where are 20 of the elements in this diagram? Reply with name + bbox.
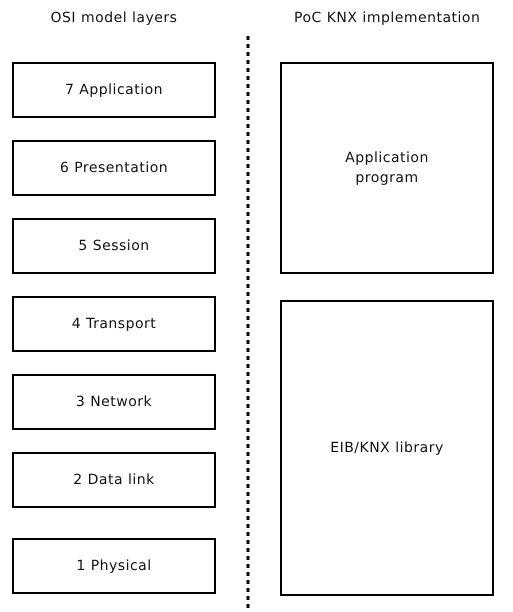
box-label: 6 Presentation [60, 158, 168, 178]
box-label: EIB/KNX library [330, 438, 444, 458]
box-label: Application program [344, 148, 430, 188]
box-label: 2 Data link [73, 470, 155, 490]
layer-box [12, 62, 216, 118]
column-heading: PoC KNX implementation [294, 10, 480, 26]
box-label: 5 Session [78, 236, 150, 256]
layer-box [12, 218, 216, 274]
box-label: 4 Transport [72, 314, 156, 334]
layer-box [12, 374, 216, 430]
box-label: 1 Physical [76, 556, 152, 576]
layer-box [12, 538, 216, 594]
column-heading: OSI model layers [50, 10, 178, 26]
program-box [280, 62, 494, 274]
box-label: 7 Application [64, 80, 164, 100]
box-label: 3 Network [76, 392, 152, 412]
layer-box [12, 296, 216, 352]
layer-box [12, 452, 216, 508]
library-box [280, 300, 494, 596]
layer-box [12, 140, 216, 196]
